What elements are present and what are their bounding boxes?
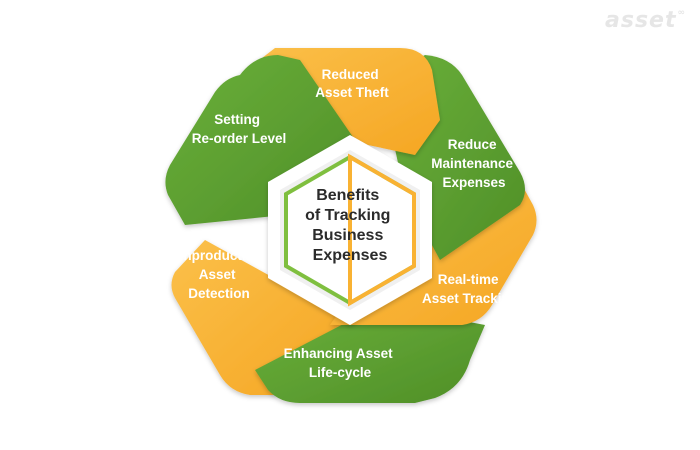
segment-label-enhancing-asset-life-cycle: Enhancing Asset Life-cycle xyxy=(284,346,397,380)
segment-shapes xyxy=(165,48,537,403)
segment-shape-enhancing-asset-life-cycle xyxy=(255,305,485,403)
segment-label-reduced-asset-theft: Reduced Asset Theft xyxy=(315,67,389,100)
segment-label-unproductive-asset-detection: Unproductive Asset Detection xyxy=(174,248,265,301)
center-hexagon xyxy=(268,135,432,325)
segment-label-real-time-asset-tracking: Real-time Asset Tracking xyxy=(422,272,518,306)
segment-label-setting-re-order-level: Setting Re-order Level xyxy=(192,112,287,146)
center-title: Benefits of Tracking Business Expenses xyxy=(305,187,395,264)
segment-labels: Reduced Asset Theft Reduce Maintenance E… xyxy=(174,67,518,380)
segment-label-reduce-maintenance-expenses: Reduce Maintenance Expenses xyxy=(431,137,517,190)
asset-logo: asset∞ xyxy=(605,8,686,33)
